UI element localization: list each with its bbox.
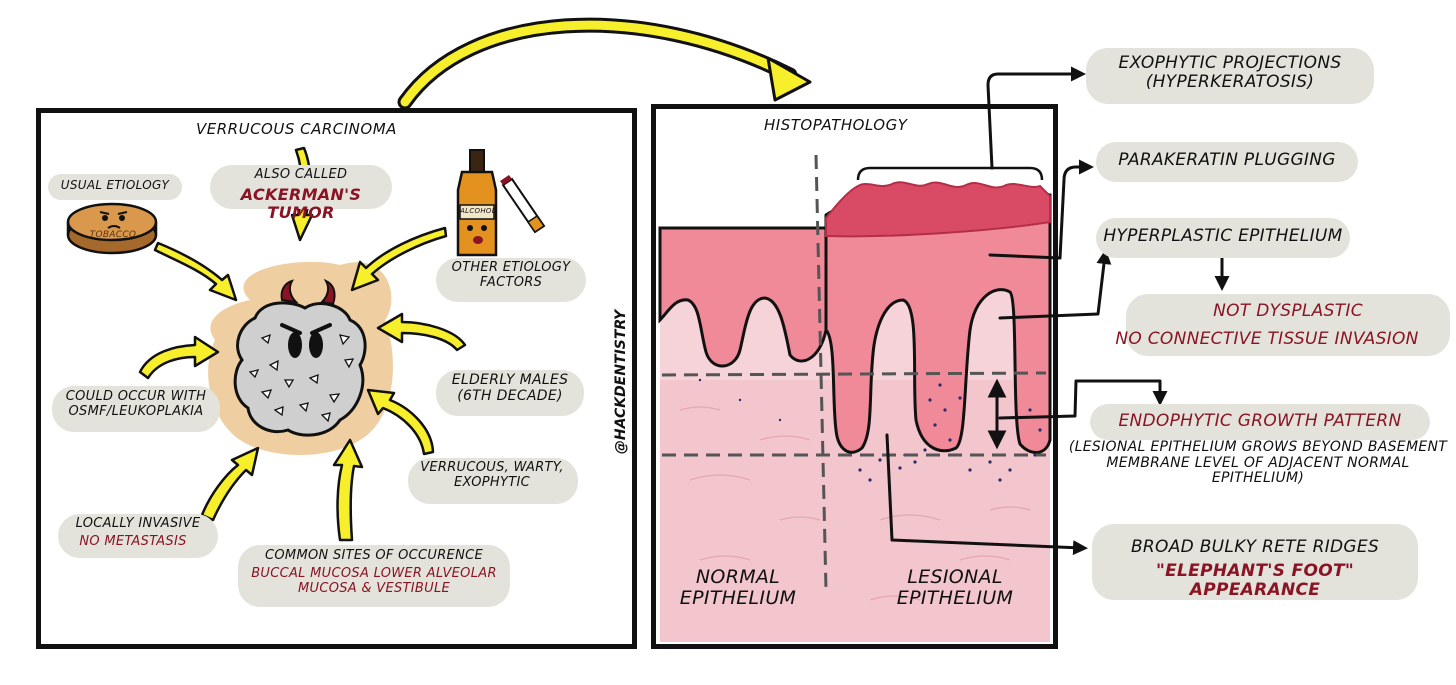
connector-curved-arrow bbox=[397, 17, 812, 110]
locally-invasive-label: Locally Invasive bbox=[75, 516, 201, 531]
locally-invasive-bubble bbox=[58, 514, 218, 558]
ackerman-bubble bbox=[210, 165, 392, 209]
no-ct-invasion-label: No Connective Tissue Invasion bbox=[1115, 329, 1419, 349]
parakeratin-bubble bbox=[1096, 142, 1358, 182]
leader-arrows bbox=[885, 66, 1230, 556]
usual-etiology-bubble bbox=[48, 174, 182, 200]
keratin-projections bbox=[825, 181, 1051, 238]
lesional-label: Lesional Epithelium bbox=[896, 566, 1014, 610]
tobacco-icon bbox=[66, 202, 158, 255]
hyperplastic-bubble bbox=[1096, 218, 1350, 258]
endophytic-label: Endophytic Growth Pattern bbox=[1118, 411, 1402, 431]
right-panel-title: Histopathology bbox=[764, 116, 908, 134]
other-etiology-bubble bbox=[436, 258, 586, 302]
could-occur-bubble bbox=[52, 386, 220, 432]
elderly-label: Elderly Males (6th Decade) bbox=[451, 372, 569, 404]
could-occur-label: Could occur with OSMF/Leukoplakia bbox=[65, 389, 207, 419]
broad-bubble bbox=[1092, 524, 1418, 600]
reference-lines bbox=[661, 154, 1047, 591]
normal-epithelium bbox=[658, 226, 828, 368]
other-etiology-label: Other Etiology Factors bbox=[451, 260, 571, 290]
sites-red-label: Buccal Mucosa Lower Alveolar Mucosa & Ve… bbox=[251, 566, 497, 596]
endophytic-desc: (Lesional epithelium grows beyond baseme… bbox=[1068, 439, 1448, 487]
exophytic-bubble bbox=[1086, 48, 1374, 104]
watermark: @hackdentistry bbox=[613, 309, 629, 455]
tobacco-text: Tobacco bbox=[89, 230, 137, 240]
elderly-bubble bbox=[436, 370, 584, 416]
elephant-label: "Elephant's Foot" Appearance bbox=[1155, 561, 1355, 601]
alcohol-text: Alcohol bbox=[460, 207, 496, 215]
usual-etiology-label: Usual Etiology bbox=[60, 178, 170, 192]
broad-label: Broad Bulky Rete Ridges bbox=[1130, 537, 1380, 557]
hyperplastic-label: Hyperplastic Epithelium bbox=[1103, 226, 1343, 246]
cigarette-icon bbox=[500, 175, 546, 234]
ackerman-label: Ackerman's Tumor bbox=[240, 185, 362, 222]
verrucous-bubble bbox=[408, 458, 578, 504]
alcohol-icon bbox=[456, 149, 498, 257]
verrucous-label: Verrucous, Warty, Exophytic bbox=[420, 460, 564, 490]
endophytic-bubble bbox=[1090, 404, 1430, 440]
common-sites-bubble bbox=[238, 545, 510, 607]
not-dysplastic-label: Not Dysplastic bbox=[1213, 301, 1363, 321]
also-called-label: Also called bbox=[254, 167, 348, 182]
collagen-fibers bbox=[679, 406, 1031, 601]
left-panel-title: Verrucous Carcinoma bbox=[196, 120, 397, 138]
exophytic-label: Exophytic Projections (Hyperkeratosis) bbox=[1118, 53, 1342, 93]
normal-label: Normal Epithelium bbox=[679, 566, 797, 610]
parakeratin-label: Parakeratin Plugging bbox=[1118, 150, 1336, 170]
double-arrow bbox=[987, 378, 1007, 450]
no-metastasis-label: No Metastasis bbox=[79, 534, 187, 549]
common-sites-label: Common Sites of Occurence bbox=[265, 548, 483, 563]
not-dysplastic-bubble bbox=[1126, 294, 1450, 356]
tumor-icon bbox=[233, 278, 367, 437]
